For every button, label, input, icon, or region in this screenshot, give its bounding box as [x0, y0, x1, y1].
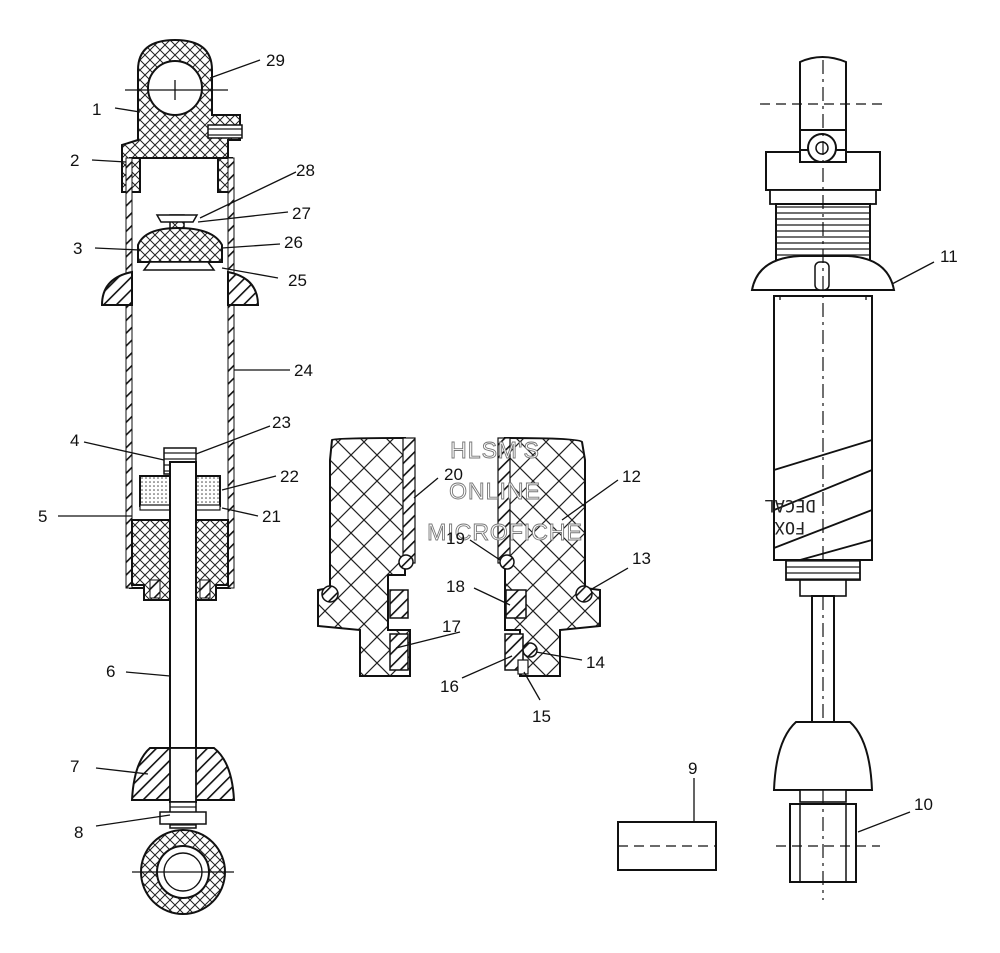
callout-28: 28 [296, 161, 315, 180]
callout-4: 4 [70, 431, 79, 450]
callout-13: 13 [632, 549, 651, 568]
fox-decal: DECAL FOX [764, 439, 873, 561]
eyelet-screw [207, 124, 243, 139]
callout-11: 11 [940, 247, 958, 266]
watermark-line-3: MICROFICHE [427, 519, 583, 545]
callout-3: 3 [73, 239, 82, 258]
callout-10: 10 [914, 795, 933, 814]
callout-14: 14 [586, 653, 605, 672]
callout-27: 27 [292, 204, 311, 223]
callout-9: 9 [688, 759, 697, 778]
callout-19: 19 [446, 529, 465, 548]
callout-20: 20 [444, 465, 463, 484]
callout-18: 18 [446, 577, 465, 596]
callout-24: 24 [294, 361, 313, 380]
shock-exterior-view: DECAL FOX [750, 56, 896, 900]
callout-labels: 29 1 2 28 27 3 26 25 24 23 4 22 5 21 6 7… [38, 51, 958, 842]
callout-17: 17 [442, 617, 461, 636]
callout-8: 8 [74, 823, 83, 842]
decal-line-2: FOX [774, 517, 805, 537]
callout-12: 12 [622, 467, 641, 486]
spring-retainer [100, 270, 133, 306]
seal-head-detail [317, 436, 601, 677]
callout-16: 16 [440, 677, 459, 696]
watermark: HLSM'S ONLINE MICROFICHE [427, 437, 583, 546]
callout-29: 29 [266, 51, 285, 70]
callout-2: 2 [70, 151, 79, 170]
callout-21: 21 [262, 507, 281, 526]
damper-shaft [169, 461, 197, 803]
watermark-line-1: HLSM'S [450, 437, 540, 463]
callout-1: 1 [92, 100, 101, 119]
callout-26: 26 [284, 233, 303, 252]
callout-25: 25 [288, 271, 307, 290]
watermark-line-2: ONLINE [449, 478, 541, 504]
shock-cross-section [100, 38, 260, 915]
bushing-part [617, 821, 717, 871]
callout-15: 15 [532, 707, 551, 726]
valve-cap [155, 214, 199, 223]
callout-5: 5 [38, 507, 47, 526]
floating-piston [137, 226, 223, 263]
callout-22: 22 [280, 467, 299, 486]
decal-line-1: DECAL [764, 495, 815, 515]
callout-6: 6 [106, 662, 115, 681]
leader-lines [58, 59, 935, 833]
callout-23: 23 [272, 413, 291, 432]
callout-7: 7 [70, 757, 79, 776]
